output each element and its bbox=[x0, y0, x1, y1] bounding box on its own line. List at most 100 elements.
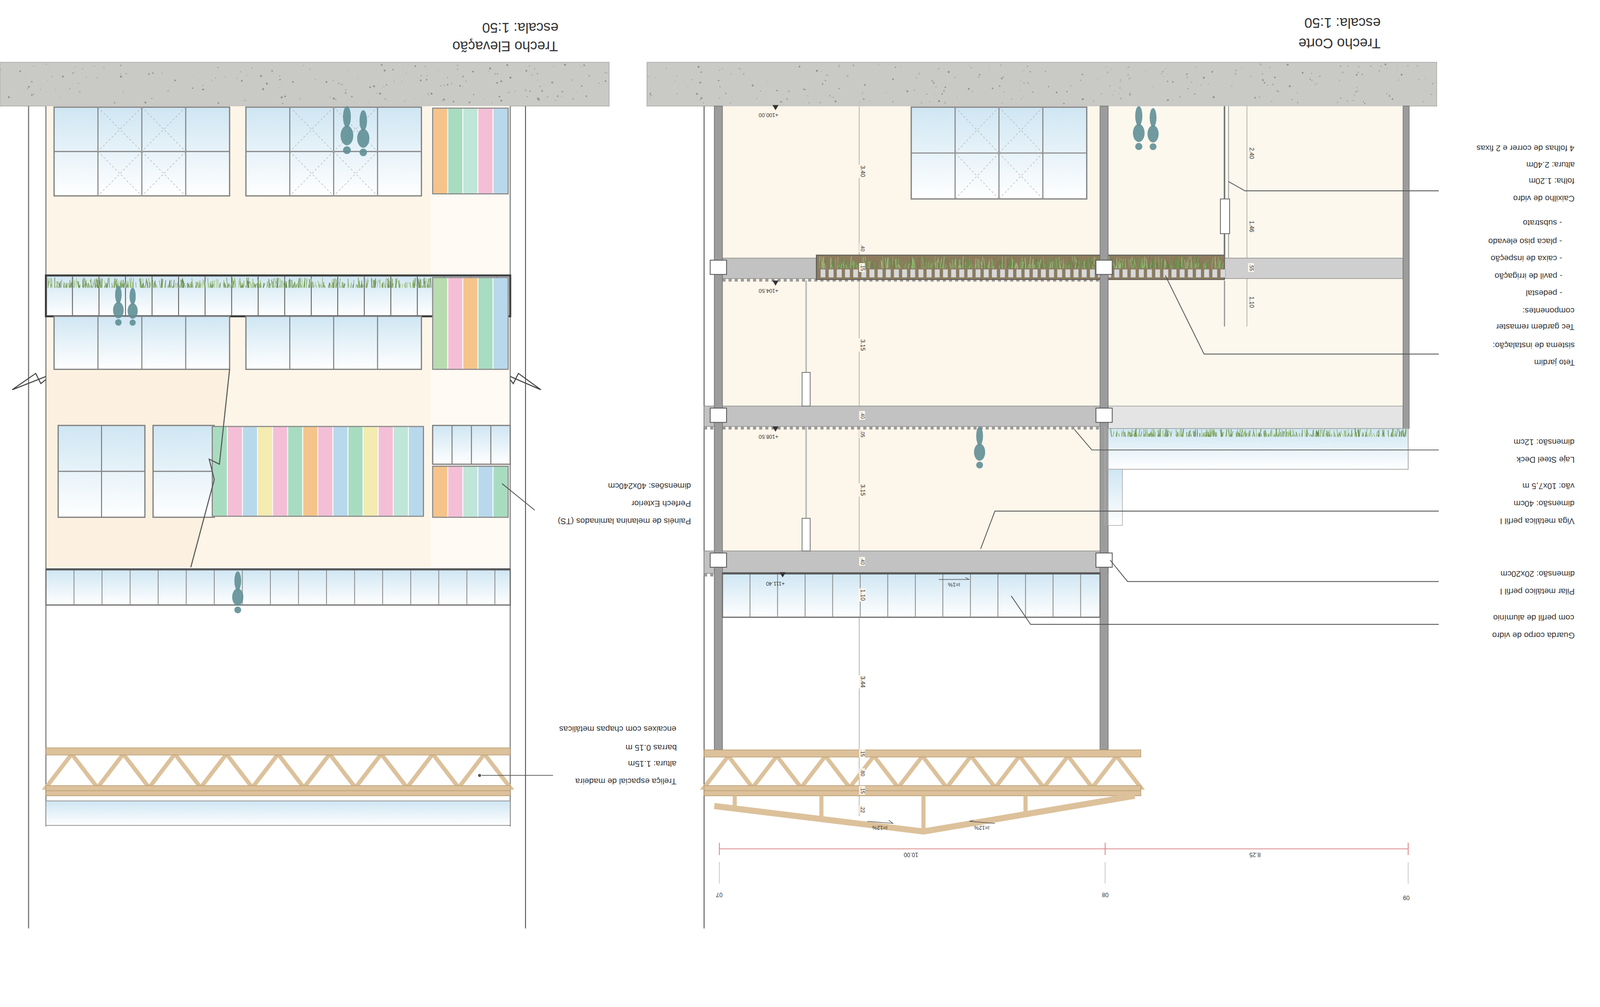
grass-blade bbox=[1265, 429, 1267, 437]
concrete-speck bbox=[498, 95, 501, 98]
grass-blade bbox=[427, 284, 430, 288]
slab bbox=[704, 550, 1109, 574]
concrete-speck bbox=[1021, 71, 1023, 72]
grass-blade bbox=[347, 282, 349, 288]
melamine-panel bbox=[242, 426, 258, 517]
concrete-speck bbox=[446, 83, 449, 86]
facade bbox=[45, 105, 510, 568]
concrete-speck bbox=[341, 83, 343, 85]
band-mullion bbox=[337, 276, 339, 315]
grass-blade bbox=[63, 284, 65, 288]
grass-blade bbox=[421, 284, 423, 288]
concrete-speck bbox=[1418, 78, 1420, 81]
grass-blade bbox=[101, 278, 103, 288]
grass-blade bbox=[1042, 257, 1045, 269]
concrete-speck bbox=[325, 81, 328, 83]
steel-deck-rib bbox=[826, 426, 830, 430]
grass-blade bbox=[923, 257, 925, 269]
steel-deck-rib bbox=[832, 426, 836, 430]
grass-blade bbox=[893, 260, 895, 268]
grass-blade bbox=[1193, 258, 1195, 269]
grass-blade bbox=[357, 280, 359, 288]
grass-blade bbox=[839, 258, 841, 269]
concrete-speck bbox=[1000, 64, 1002, 66]
concrete-speck bbox=[465, 80, 467, 82]
concrete-speck bbox=[913, 89, 915, 91]
concrete-speck bbox=[524, 89, 527, 92]
concrete-speck bbox=[122, 92, 124, 94]
room bbox=[1108, 105, 1403, 428]
grass-blade bbox=[980, 261, 983, 268]
melamine-panel bbox=[287, 426, 304, 517]
grass-blade bbox=[1139, 259, 1142, 269]
concrete-speck bbox=[561, 90, 564, 93]
concrete-speck bbox=[217, 101, 220, 104]
grass-blade bbox=[1169, 256, 1171, 269]
steel-deck-rib bbox=[881, 426, 885, 430]
steel-deck-rib bbox=[709, 426, 713, 430]
concrete-speck bbox=[1096, 78, 1098, 80]
concrete-speck bbox=[1100, 93, 1102, 95]
grass-blade bbox=[930, 258, 932, 269]
grass-blade bbox=[1331, 433, 1333, 437]
grass-blade bbox=[82, 278, 84, 288]
concrete-speck bbox=[729, 73, 732, 75]
grass-blade bbox=[68, 283, 70, 288]
grass-blade bbox=[227, 283, 229, 288]
concrete-speck bbox=[0, 100, 1, 102]
grass-blade bbox=[1154, 257, 1156, 268]
grass-blade bbox=[298, 278, 300, 288]
steel-deck-rib bbox=[709, 573, 713, 577]
grass-blade bbox=[341, 281, 343, 288]
grid-line bbox=[525, 105, 527, 929]
concrete-speck bbox=[1110, 68, 1112, 70]
window-transom bbox=[58, 470, 145, 472]
concrete-speck bbox=[700, 71, 702, 73]
grass-blade bbox=[308, 279, 310, 288]
beam-section bbox=[709, 552, 727, 568]
grass-blade bbox=[1186, 261, 1187, 269]
person-torso bbox=[340, 125, 354, 146]
grass-blade bbox=[294, 282, 296, 288]
concrete-speck bbox=[1152, 86, 1154, 88]
opening-mark bbox=[333, 151, 378, 196]
grass-blade bbox=[1083, 262, 1085, 269]
concrete-speck bbox=[1338, 80, 1341, 82]
grass-blade bbox=[954, 259, 956, 268]
concrete-speck bbox=[1160, 73, 1162, 75]
window-mullion bbox=[97, 316, 99, 370]
grass-blade bbox=[212, 283, 214, 288]
grass-blade bbox=[1352, 432, 1354, 437]
grass-blade bbox=[1009, 257, 1011, 269]
grass-blade bbox=[300, 277, 302, 288]
concrete-speck bbox=[440, 85, 442, 87]
concrete-speck bbox=[1259, 98, 1260, 100]
raised-floor-pedestal bbox=[1212, 269, 1217, 278]
grass-blade bbox=[107, 278, 108, 288]
grass-blade bbox=[314, 281, 316, 288]
grass-blade bbox=[361, 280, 362, 288]
grass-blade bbox=[182, 284, 183, 288]
concrete-speck bbox=[606, 72, 608, 74]
concrete-speck bbox=[353, 101, 355, 103]
raised-floor-pedestal bbox=[983, 269, 989, 278]
grass-blade bbox=[1069, 263, 1070, 269]
concrete-speck bbox=[878, 63, 880, 65]
concrete-speck bbox=[1362, 101, 1364, 102]
grass-blade bbox=[335, 279, 337, 288]
concrete-speck bbox=[1036, 81, 1038, 83]
concrete-speck bbox=[191, 87, 194, 89]
steel-deck-rib bbox=[802, 426, 806, 430]
grass-blade bbox=[1078, 260, 1080, 269]
grass-blade bbox=[842, 263, 844, 268]
concrete-speck bbox=[742, 73, 745, 76]
grass-blade bbox=[1142, 258, 1144, 268]
grass-blade bbox=[1021, 257, 1023, 269]
grass-blade bbox=[994, 265, 996, 269]
guardrail-post bbox=[213, 568, 215, 605]
concrete-speck bbox=[944, 101, 947, 104]
raised-floor-pedestal bbox=[902, 269, 908, 278]
concrete-speck bbox=[224, 76, 226, 78]
grass-blade bbox=[1146, 263, 1147, 269]
concrete-speck bbox=[1384, 63, 1387, 66]
